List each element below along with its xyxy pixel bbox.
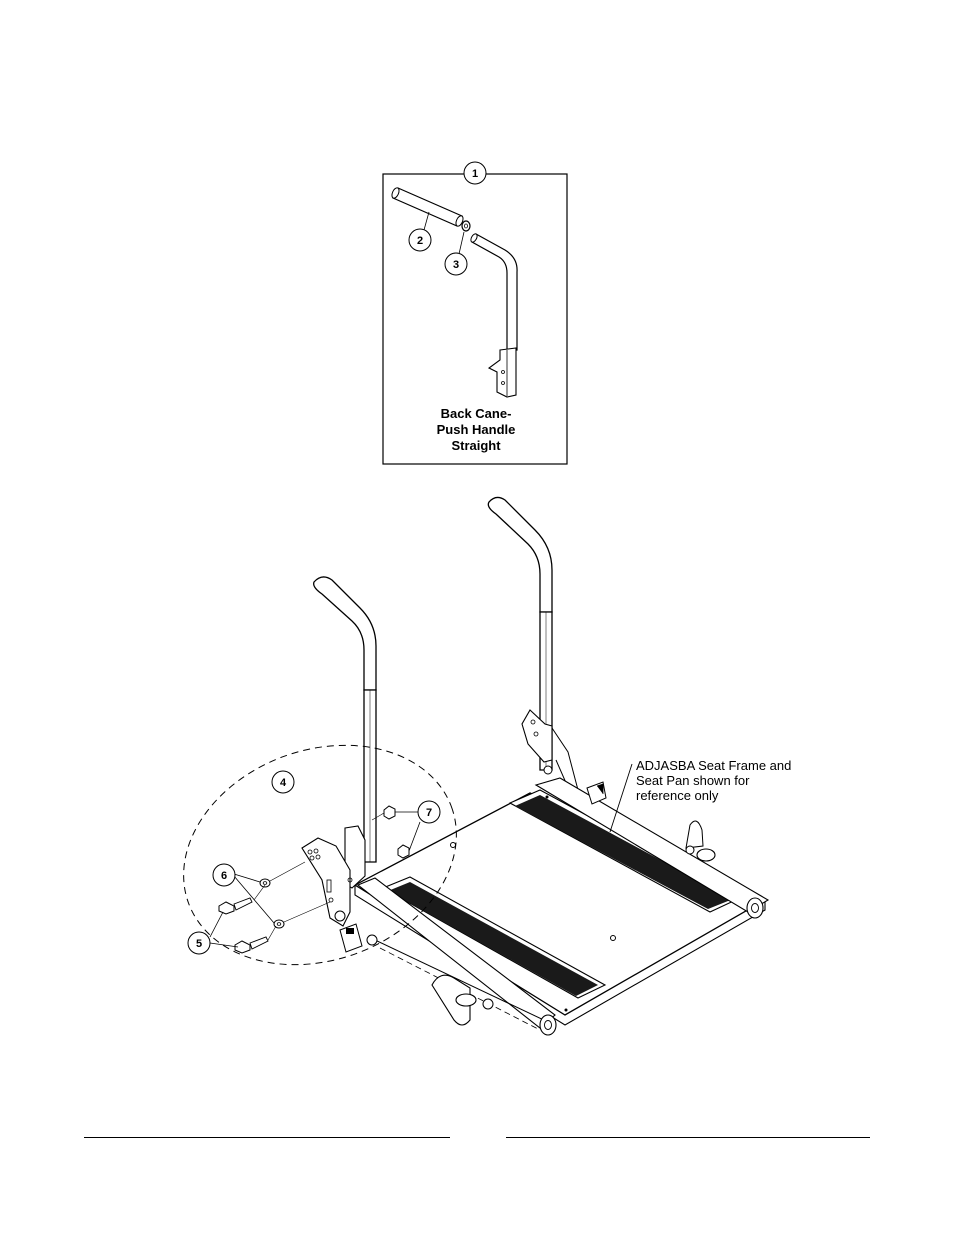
back-cane-left <box>313 576 377 863</box>
mounting-bracket-left <box>301 825 378 953</box>
lock-nuts <box>371 805 421 859</box>
callout-3-label: 3 <box>453 259 459 271</box>
back-cane-tube <box>470 233 518 398</box>
reference-note-line-1: ADJASBA Seat Frame and <box>636 758 791 773</box>
callout-1-label: 1 <box>472 168 478 180</box>
inset-caption-line-2: Push Handle <box>437 422 516 437</box>
footer-rule-left <box>84 1137 450 1138</box>
reference-note: ADJASBA Seat Frame and Seat Pan shown fo… <box>609 758 791 833</box>
inset-caption-line-1: Back Cane- <box>441 406 512 421</box>
push-handle-grip <box>391 187 464 231</box>
inset-caption-line-3: Straight <box>451 438 501 453</box>
callout-2: 2 <box>408 228 432 252</box>
callout-4-label: 4 <box>280 777 287 789</box>
washers <box>233 861 331 929</box>
bolts <box>209 884 277 954</box>
callout-3: 3 <box>444 252 468 276</box>
callout-2-label: 2 <box>417 235 423 247</box>
callout-5-label: 5 <box>196 938 202 950</box>
inset-caption: Back Cane- Push Handle Straight <box>437 406 516 453</box>
callout-7-label: 7 <box>426 807 432 819</box>
back-cane-right <box>487 496 579 793</box>
callout-6: 6 <box>212 863 236 887</box>
hardware-kit-boundary <box>183 744 457 966</box>
inset-panel: 1 2 3 <box>382 161 568 465</box>
reference-note-line-3: reference only <box>636 788 719 803</box>
callout-6-label: 6 <box>221 870 227 882</box>
seat-frame-assembly: 4 5 6 7 ADJASBA Seat Frame and Seat Pan … <box>183 496 791 1036</box>
reference-note-line-2: Seat Pan shown for <box>636 773 750 788</box>
seat-pan <box>353 789 767 1026</box>
callout-7: 7 <box>417 800 441 824</box>
seat-frame-rails <box>356 777 770 1036</box>
callout-4: 4 <box>271 770 295 794</box>
footer-rule-right <box>506 1137 870 1138</box>
callout-1: 1 <box>463 161 487 185</box>
callout-5: 5 <box>187 931 211 955</box>
end-plug <box>458 220 471 255</box>
